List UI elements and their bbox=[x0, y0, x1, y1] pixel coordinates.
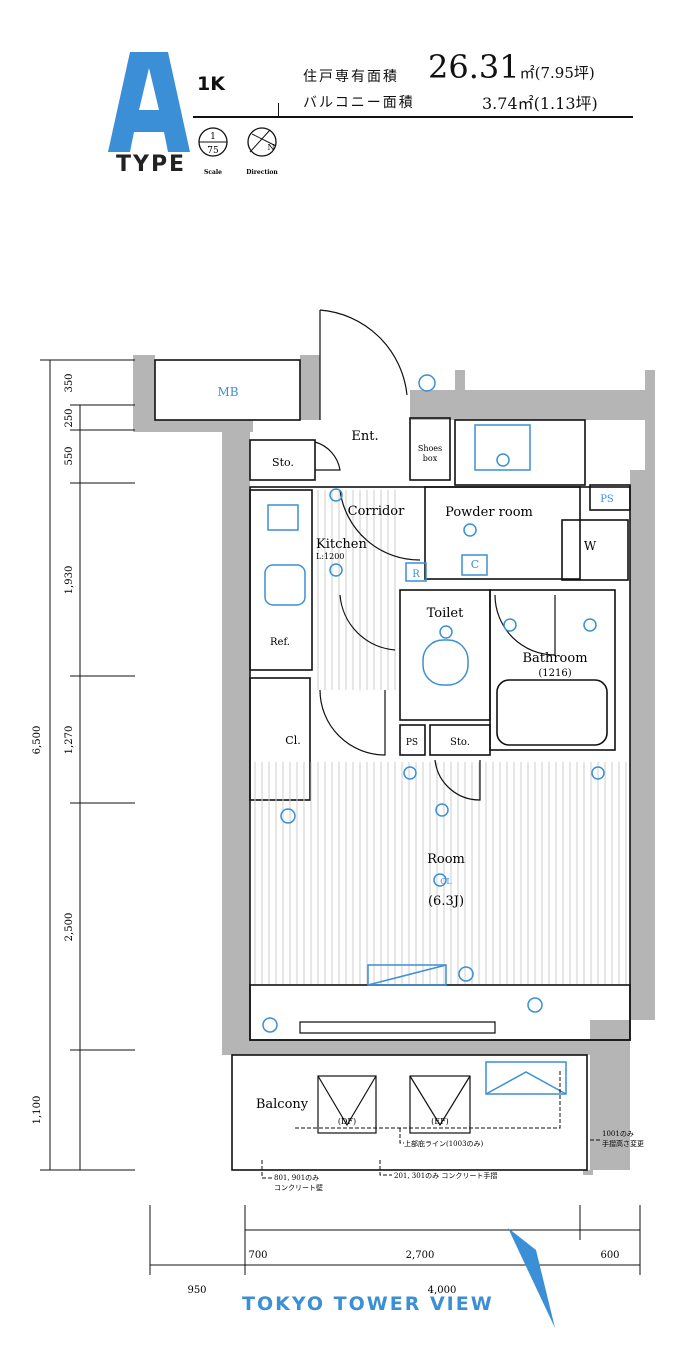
dim-left: 1,100 bbox=[32, 1096, 43, 1125]
shoes-box-label-1: Shoes bbox=[418, 444, 442, 453]
room-labels: MB Ent. Sto. Shoes box Corridor Kitchen … bbox=[217, 385, 613, 1126]
ps-mid-label: PS bbox=[406, 738, 418, 748]
dim-bottom: 600 bbox=[600, 1250, 619, 1261]
dim-bottom: 4,000 bbox=[428, 1285, 457, 1296]
dim-bottom: 2,700 bbox=[406, 1250, 435, 1261]
shoes-box-label-2: box bbox=[423, 454, 438, 463]
dimension-labels: 6,500 350 250 550 1,930 1,270 2,500 1,10… bbox=[32, 373, 620, 1296]
private-area-unit: ㎡(7.95坪) bbox=[519, 64, 595, 82]
dim-left: 2,500 bbox=[64, 913, 75, 942]
dim-left: 350 bbox=[64, 373, 75, 392]
balcony-area-value: 3.74㎡(1.13坪) bbox=[482, 94, 598, 113]
r-label: R bbox=[412, 569, 420, 580]
notes: 上部庇ライン(1003のみ) 801, 901のみ コンクリート壁 201, 3… bbox=[261, 1070, 644, 1192]
header-divider bbox=[193, 116, 633, 118]
bathroom-label: Bathroom bbox=[522, 651, 587, 666]
sto-mid-label: Sto. bbox=[450, 737, 470, 748]
type-letter-logo bbox=[108, 52, 190, 152]
powder-room-label: Powder room bbox=[445, 505, 533, 520]
dim-left: 550 bbox=[64, 446, 75, 465]
dim-left: 1,930 bbox=[64, 566, 75, 595]
fixtures bbox=[262, 374, 605, 1095]
walls bbox=[133, 355, 655, 1175]
toilet-label: Toilet bbox=[427, 606, 464, 621]
rail-height-note-2: 手摺高さ変更 bbox=[602, 1139, 644, 1148]
dimension-lines bbox=[40, 359, 641, 1275]
df-label: (DF) bbox=[338, 1117, 356, 1126]
ref-label: Ref. bbox=[270, 637, 290, 648]
scale-icon: 1 75 Scale bbox=[198, 127, 228, 176]
dim-bottom: 950 bbox=[187, 1285, 206, 1296]
mb-label: MB bbox=[217, 385, 238, 399]
intercom-icon bbox=[418, 374, 436, 392]
corridor-label: Corridor bbox=[348, 504, 406, 519]
room-label: Room bbox=[427, 852, 465, 867]
wall-note: 801, 901のみ bbox=[274, 1174, 319, 1182]
kitchen-size: L:1200 bbox=[316, 552, 344, 561]
room-size: (6.3J) bbox=[428, 894, 464, 909]
closet-label: Cl. bbox=[285, 734, 300, 747]
interior-walls bbox=[154, 359, 631, 1171]
header-divider-tick bbox=[278, 103, 279, 117]
type-word: TYPE bbox=[116, 152, 187, 177]
ceiling-light-label: CL bbox=[440, 877, 452, 886]
ef-label: (EF) bbox=[431, 1117, 449, 1126]
compass-icon: N Direction bbox=[246, 127, 278, 176]
balcony-label: Balcony bbox=[256, 1097, 309, 1112]
dim-left: 1,270 bbox=[64, 726, 75, 755]
bathroom-size: (1216) bbox=[538, 668, 571, 679]
flooring bbox=[254, 490, 627, 984]
kitchen-label: Kitchen bbox=[316, 537, 367, 552]
scale-label: Scale bbox=[204, 169, 222, 176]
c-label: C bbox=[471, 558, 479, 571]
view-direction-arrow bbox=[508, 1228, 555, 1328]
ps-top-label: PS bbox=[600, 494, 614, 505]
private-area-label: 住戸専有面積 bbox=[303, 69, 399, 85]
ent-label: Ent. bbox=[351, 429, 378, 444]
dim-left: 250 bbox=[64, 408, 75, 427]
wall-note-2: コンクリート壁 bbox=[274, 1183, 323, 1192]
layout-type: 1K bbox=[197, 73, 225, 95]
private-area-number: 26.31 bbox=[428, 48, 520, 86]
direction-label: Direction bbox=[246, 169, 278, 176]
doors bbox=[299, 309, 556, 1134]
rail-height-note: 1001のみ bbox=[602, 1130, 634, 1138]
sto-top-label: Sto. bbox=[272, 456, 294, 469]
scale-bottom: 75 bbox=[207, 146, 219, 156]
washer-label: W bbox=[584, 539, 597, 553]
rail-note: 201, 301のみ コンクリート手摺 bbox=[394, 1171, 497, 1180]
dim-bottom: 700 bbox=[248, 1250, 267, 1261]
scale-top: 1 bbox=[210, 132, 216, 142]
private-area-value: 26.31㎡(7.95坪) bbox=[428, 48, 595, 86]
balcony-area-label: バルコニー面積 bbox=[303, 95, 415, 111]
dim-left-total: 6,500 bbox=[32, 726, 43, 755]
north-mark: N bbox=[268, 143, 275, 152]
canopy-note: 上部庇ライン(1003のみ) bbox=[404, 1139, 484, 1148]
tokyo-tower-view-label: TOKYO TOWER VIEW bbox=[242, 1293, 494, 1315]
